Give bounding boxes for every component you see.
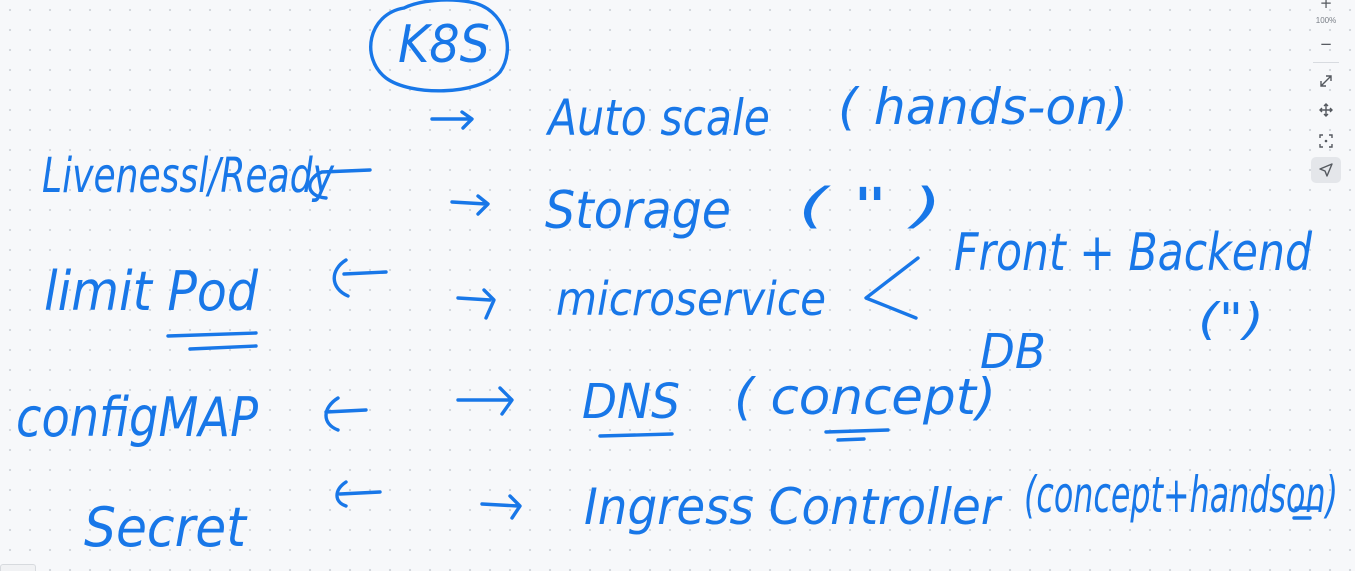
concept-underline (824, 428, 890, 442)
note-ingress-tag: (concept+handson) (1024, 466, 1338, 524)
fit-to-screen-button[interactable] (1311, 68, 1341, 94)
note-configmap: configMAP (16, 386, 258, 449)
note-secret: Secret (84, 496, 248, 559)
pod-underline (166, 331, 258, 351)
arrow-left-liveness (308, 168, 372, 200)
note-liveness-ready: Livenessl/Ready (42, 148, 334, 204)
note-auto-scale-tag: ( hands-on) (838, 78, 1128, 136)
handson-underline (1292, 506, 1320, 520)
note-limit-pod: limit Pod (44, 260, 259, 323)
plus-icon: + (1319, 0, 1333, 12)
arrow-right-storage (450, 194, 490, 216)
note-storage-tag: ( " ) (798, 178, 942, 234)
zoom-out-button[interactable]: − (1311, 31, 1341, 57)
focus-frame-icon (1319, 134, 1333, 148)
pointer-tool-button[interactable] (1311, 157, 1341, 183)
note-k8s: K8S (398, 15, 490, 75)
arrow-right-ingress (480, 494, 522, 520)
page-corner-tab[interactable] (0, 564, 36, 571)
minus-icon: − (1319, 35, 1333, 53)
arrow-left-limit-pod (332, 258, 388, 298)
toolbar-divider (1313, 62, 1339, 63)
note-ingress-controller: Ingress Controller (584, 478, 1003, 536)
zoom-level: 100% (1315, 16, 1337, 25)
pointer-arrow-icon (1319, 163, 1333, 177)
note-storage: Storage (545, 181, 731, 241)
arrow-left-secret (335, 480, 382, 508)
expand-icon (1320, 75, 1332, 87)
arrow-right-microservice (456, 288, 496, 320)
move-icon (1319, 103, 1333, 117)
branch-bracket (864, 256, 920, 320)
note-front-backend-tag: (") (1198, 294, 1264, 345)
k8s-circle (369, 0, 509, 93)
dns-underline (598, 432, 674, 438)
zoom-in-button[interactable]: + (1311, 0, 1341, 16)
note-db: DB (980, 324, 1046, 380)
pan-tool-button[interactable] (1311, 97, 1341, 123)
canvas-toolbar: + 100% − (1307, 0, 1347, 190)
note-auto-scale: Auto scale (545, 89, 770, 147)
arrow-right-dns (456, 386, 514, 416)
note-dns: DNS (582, 374, 680, 430)
arrow-left-configmap (324, 396, 368, 432)
arrow-right-auto-scale (430, 110, 474, 130)
note-dns-tag: ( concept) (734, 368, 996, 426)
note-front-backend: Front + Backend (954, 223, 1313, 283)
note-microservice: microservice (556, 272, 826, 326)
focus-button[interactable] (1311, 128, 1341, 154)
